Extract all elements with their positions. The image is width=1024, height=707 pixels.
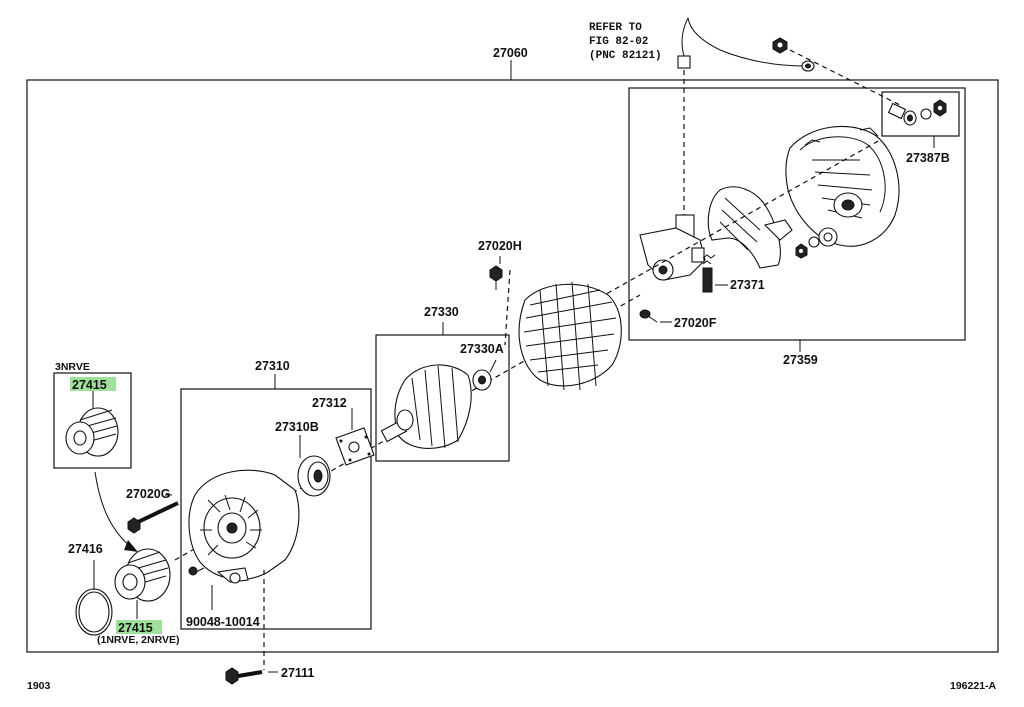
label-27330[interactable]: 27330 — [424, 305, 459, 319]
label-27020F[interactable]: 27020F — [674, 316, 717, 330]
label-27371[interactable]: 27371 — [730, 278, 765, 292]
rectifier-group-box — [628, 87, 966, 341]
label-27359[interactable]: 27359 — [783, 353, 818, 367]
front-housing — [188, 469, 300, 584]
assembly-frame — [26, 79, 999, 653]
rectifier-plate — [707, 186, 793, 269]
connector-plug — [677, 55, 691, 69]
label-27415-bottom[interactable]: 27415 — [118, 621, 153, 635]
voltage-regulator — [639, 214, 706, 281]
terminal-kit-box — [881, 91, 960, 137]
brush — [702, 254, 716, 293]
footer-right: 196221-A — [950, 680, 997, 692]
screw-90048 — [188, 566, 205, 576]
label-27310B[interactable]: 27310B — [275, 420, 319, 434]
label-27111[interactable]: 27111 — [281, 666, 314, 680]
label-3NRVE[interactable]: 3NRVE — [55, 361, 90, 373]
label-27020G[interactable]: 27020G — [126, 487, 170, 501]
rotor — [380, 364, 472, 449]
label-27312[interactable]: 27312 — [312, 396, 347, 410]
label-90048-10014[interactable]: 90048-10014 — [186, 615, 260, 629]
front-housing-box — [180, 388, 372, 630]
bolt-27111 — [225, 667, 263, 685]
label-1NRVE-2NRVE[interactable]: (1NRVE, 2NRVE) — [97, 634, 179, 646]
bolt-27020G — [127, 501, 179, 534]
pulley-bottom — [114, 548, 171, 602]
label-27060[interactable]: 27060 — [493, 46, 528, 60]
arrow-line — [94, 471, 133, 549]
stator — [518, 281, 622, 391]
label-27416[interactable]: 27416 — [68, 542, 103, 556]
refer-text-2[interactable]: FIG 82-02 — [589, 36, 648, 48]
front-bearing — [297, 455, 331, 497]
label-27415-top[interactable]: 27415 — [72, 378, 107, 392]
plate — [335, 427, 375, 466]
pulley-3nrve-box — [53, 372, 132, 469]
label-27387B[interactable]: 27387B — [906, 151, 950, 165]
screw-27020F — [639, 309, 658, 323]
rear-cover — [785, 125, 900, 247]
pulley-top — [65, 407, 119, 457]
refer-text-3[interactable]: (PNC 82121) — [589, 50, 662, 62]
refer-text-1[interactable]: REFER TO — [589, 22, 642, 34]
screw-27020H — [489, 265, 503, 290]
footer-left: 1903 — [27, 680, 51, 692]
label-27330A[interactable]: 27330A — [460, 342, 504, 356]
label-27310[interactable]: 27310 — [255, 359, 290, 373]
wire-harness — [687, 17, 806, 67]
label-27020H[interactable]: 27020H — [478, 239, 522, 253]
